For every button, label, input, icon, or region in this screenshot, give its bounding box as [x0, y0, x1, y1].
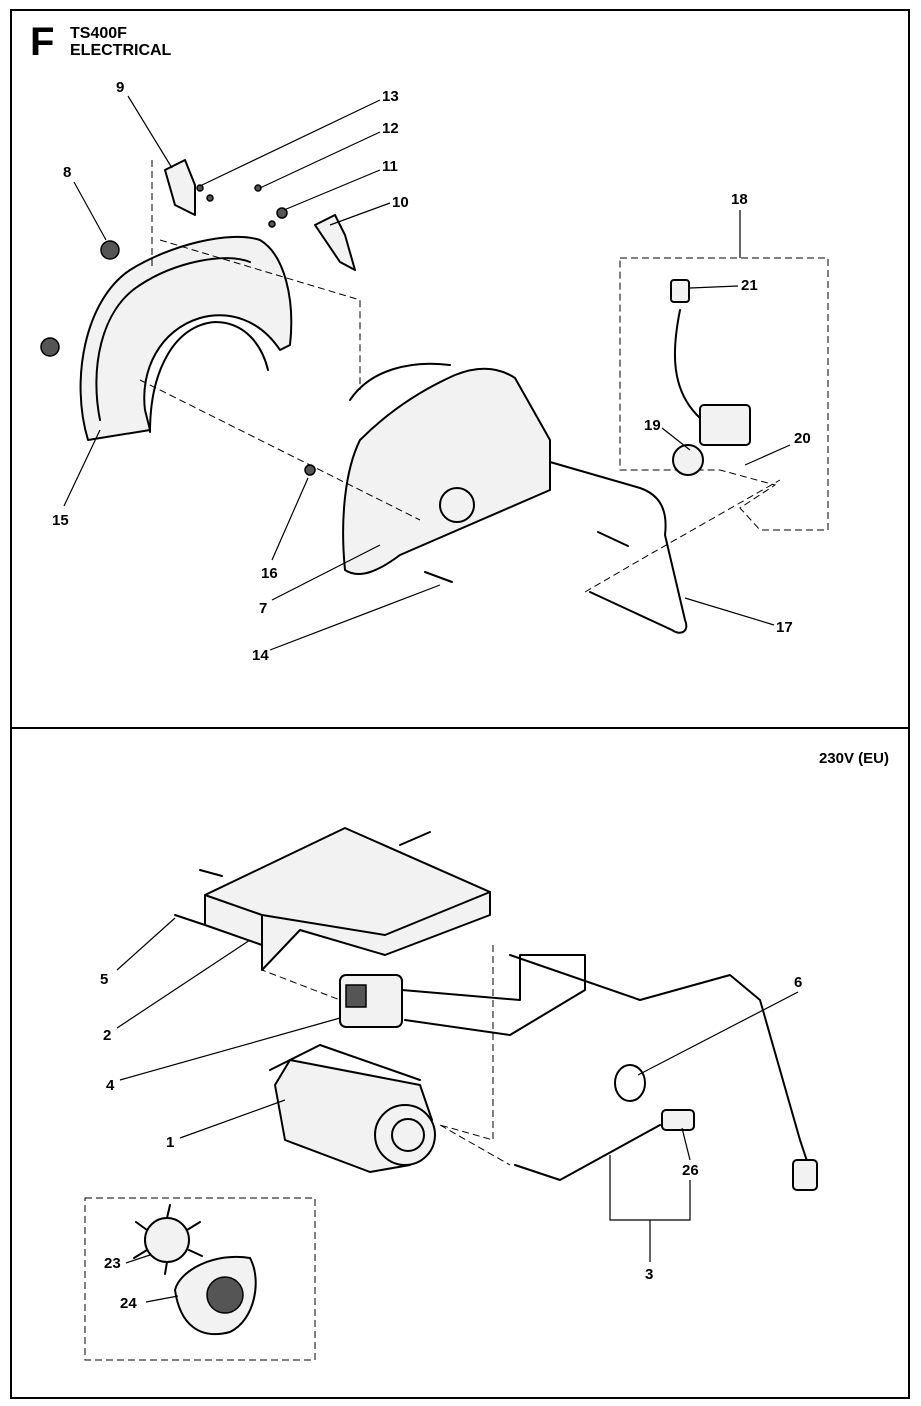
blade-guard-rim — [95, 257, 251, 421]
section-letter: F — [30, 20, 55, 64]
bracket-10 — [314, 214, 356, 271]
bolt-stand — [597, 531, 629, 547]
callout-7: 7 — [259, 600, 267, 617]
knob-8 — [100, 240, 120, 260]
blade-guard-shape — [79, 235, 293, 441]
fan-kit-box — [84, 1197, 316, 1361]
bracket-9 — [164, 159, 196, 216]
screw-b — [268, 220, 276, 228]
connector-20 — [672, 444, 704, 476]
callout-17: 17 — [776, 619, 793, 636]
screw-a — [206, 194, 214, 202]
connector-26 — [661, 1109, 695, 1131]
title-block: TS400F ELECTRICAL — [70, 25, 171, 59]
stand-17 — [549, 461, 688, 634]
callout-4: 4 — [106, 1077, 115, 1094]
cable-clamp-6 — [614, 1064, 646, 1102]
housing-2-edge-b — [261, 891, 491, 936]
callout-6: 6 — [794, 974, 802, 991]
callout-20: 20 — [794, 430, 811, 447]
knob-left — [40, 337, 60, 357]
nut-11 — [276, 207, 288, 219]
voltage-label: 230V (EU) — [818, 750, 889, 767]
callout-16: 16 — [261, 565, 278, 582]
frame-7-hole — [439, 487, 475, 523]
mains-plug — [792, 1159, 818, 1191]
frame-7 — [342, 367, 551, 575]
frame-7-handle — [349, 362, 451, 401]
lower-leaders — [116, 917, 799, 1303]
callout-11: 11 — [382, 158, 398, 175]
housing-2-shaft — [399, 831, 431, 846]
motor-electrical-assembly — [84, 827, 818, 1361]
motor-1-end — [374, 1104, 436, 1166]
bolt-14 — [424, 571, 453, 583]
blade-guard-assembly — [40, 159, 829, 634]
fan-23 — [133, 1204, 203, 1275]
callout-9: 9 — [116, 79, 124, 96]
callout-24: 24 — [120, 1295, 137, 1312]
callout-15: 15 — [52, 512, 69, 529]
callout-13: 13 — [382, 88, 399, 105]
fan-cover-24 — [174, 1255, 257, 1336]
upper-leaders — [63, 95, 791, 651]
motor-1-mount — [269, 1044, 421, 1081]
motor-1-fan-cover — [391, 1118, 425, 1152]
callout-23: 23 — [104, 1255, 121, 1272]
blade-guard-inner-arc — [149, 321, 269, 433]
screw-5 — [174, 914, 206, 926]
switch-box-4-button — [345, 984, 367, 1008]
kit-18-box — [619, 257, 829, 531]
power-cable — [509, 954, 811, 1171]
plug-21 — [670, 279, 690, 303]
screw-13 — [196, 184, 204, 192]
callout-26: 26 — [682, 1162, 699, 1179]
screw-5b — [199, 869, 223, 877]
model-name: TS400F — [70, 25, 127, 42]
housing-2 — [204, 827, 491, 971]
callout-2: 2 — [103, 1027, 111, 1044]
upper-callouts: 9 13 12 8 11 10 18 21 19 20 15 16 7 14 1… — [52, 79, 811, 664]
callout-18: 18 — [731, 191, 748, 208]
callout-8: 8 — [63, 164, 71, 181]
callout-12: 12 — [382, 120, 399, 137]
lower-callouts: 5 2 4 6 1 26 3 23 24 — [100, 971, 802, 1312]
callout-21: 21 — [741, 277, 758, 294]
cable-21 — [673, 309, 701, 419]
callout-10: 10 — [392, 194, 409, 211]
callout-5: 5 — [100, 971, 108, 988]
callout-1: 1 — [166, 1134, 174, 1151]
callout-19: 19 — [644, 417, 661, 434]
internal-cable — [401, 954, 586, 1036]
lower-diagram-panel — [10, 729, 910, 1399]
switch-19 — [699, 404, 751, 446]
callout-14: 14 — [252, 647, 269, 664]
extension-cable-3 — [514, 1124, 661, 1181]
section-title: ELECTRICAL — [70, 42, 172, 59]
callout-3: 3 — [645, 1266, 653, 1283]
